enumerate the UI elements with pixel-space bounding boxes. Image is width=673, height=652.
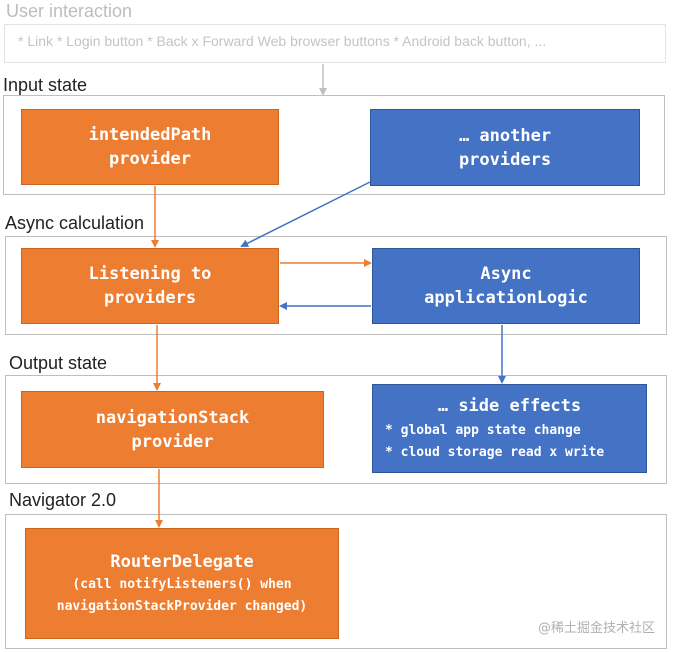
side-effects-title: … side effects (437, 395, 582, 416)
user-interaction-frame (4, 24, 666, 63)
intended-path-provider-node: intendedPath provider (21, 109, 279, 185)
another-providers-line2: providers (458, 149, 552, 170)
listening-to-providers-node: Listening to providers (21, 248, 279, 324)
output-state-title: Output state (9, 353, 108, 373)
navigation-stack-line1: navigationStack (95, 407, 250, 428)
user-interaction-text: * Link * Login button * Back x Forward W… (18, 33, 547, 49)
navigator-title: Navigator 2.0 (9, 490, 117, 510)
input-state-title: Input state (3, 75, 88, 95)
async-application-logic-node: Async applicationLogic (372, 248, 640, 324)
router-delegate-node: RouterDelegate (call notifyListeners() w… (25, 528, 339, 639)
navigator-frame (5, 514, 667, 649)
side-effects-node: … side effects * global app state change… (372, 384, 647, 473)
router-delegate-line2: (call notifyListeners() when (72, 576, 292, 592)
intended-path-line1: intendedPath (88, 125, 212, 145)
navigation-stack-provider-node: navigationStack provider (21, 391, 324, 468)
router-delegate-line1: RouterDelegate (110, 551, 254, 572)
navigation-stack-line2: provider (131, 431, 214, 452)
async-logic-line1: Async (480, 264, 532, 284)
side-effects-item-global-state: * global app state change (385, 422, 581, 438)
another-providers-node: … another providers (370, 109, 640, 186)
side-effects-item-cloud-storage: * cloud storage read x write (385, 444, 605, 460)
async-calculation-title: Async calculation (5, 213, 145, 233)
router-delegate-line3: navigationStackProvider changed) (56, 598, 308, 614)
listening-line1: Listening to (88, 264, 212, 284)
listening-line2: providers (103, 288, 197, 308)
another-providers-line1: … another (458, 125, 552, 146)
intended-path-line2: provider (109, 149, 191, 169)
watermark: @稀土掘金技术社区 (537, 621, 655, 636)
output-state-frame (5, 375, 667, 484)
async-logic-line2: applicationLogic (424, 288, 588, 308)
user-interaction-title: User interaction (6, 1, 133, 21)
